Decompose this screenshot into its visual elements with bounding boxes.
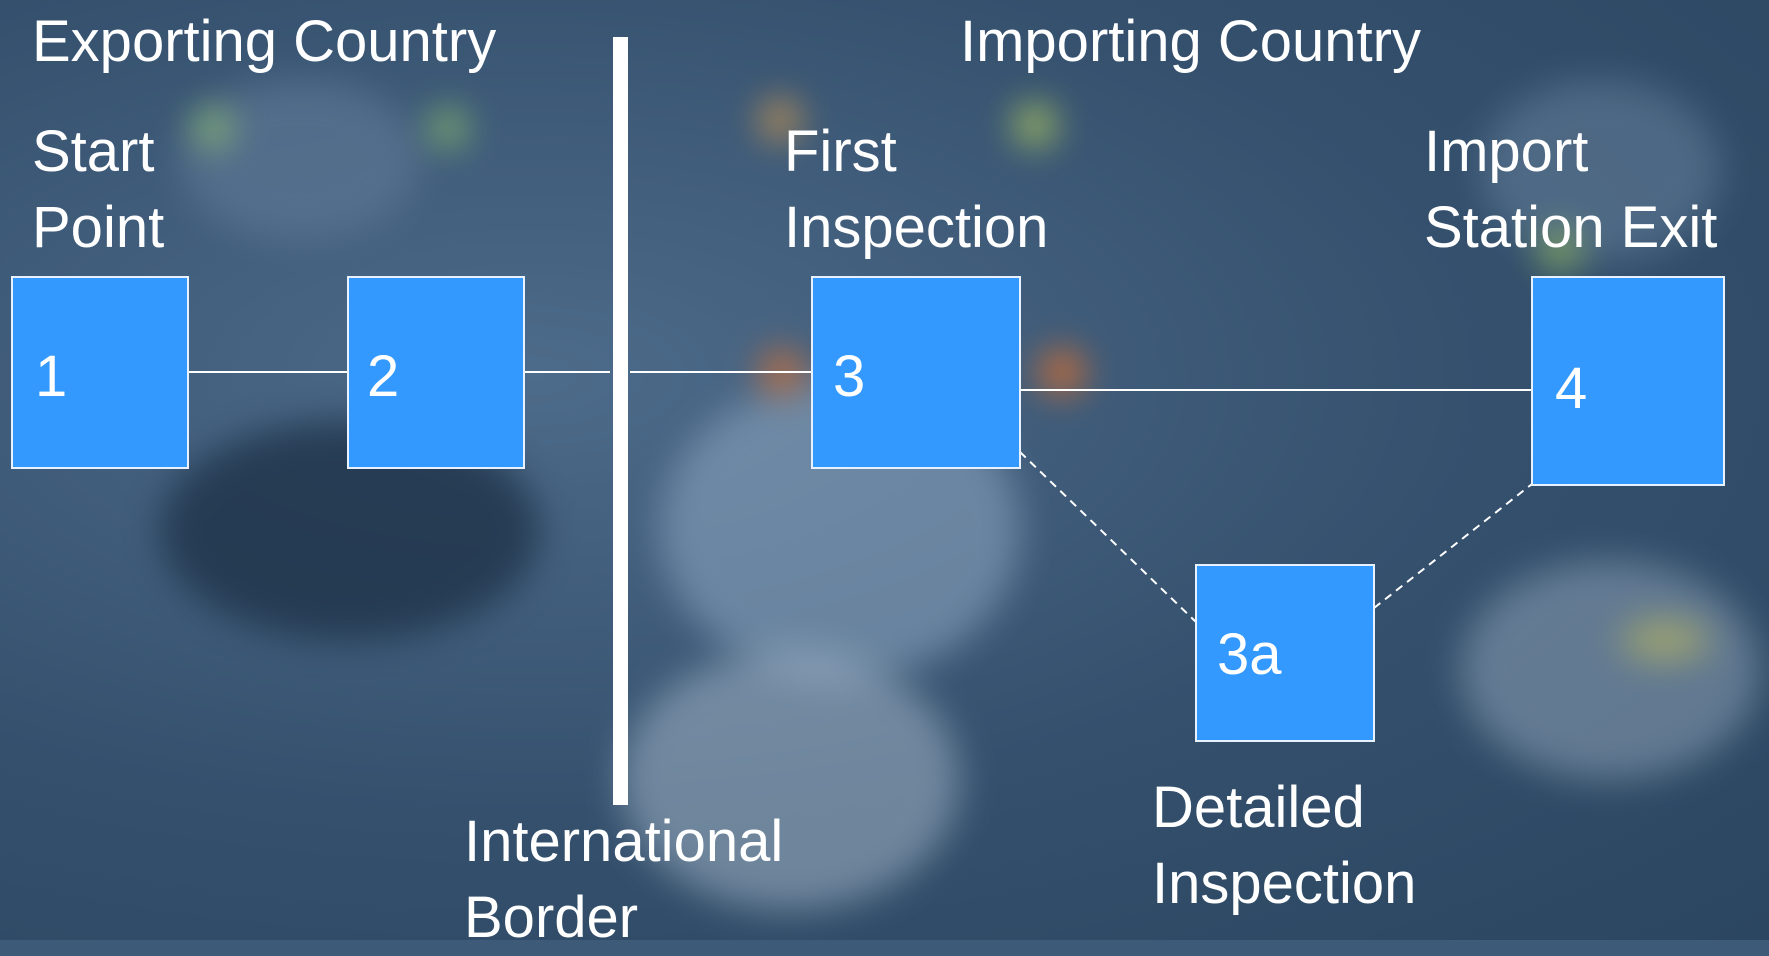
stage-box-2: 2 (347, 276, 525, 469)
stage-number-4: 4 (1555, 356, 1588, 421)
first-inspection-line1: First (784, 119, 897, 184)
international-border-line1: International (464, 809, 784, 874)
detailed-inspection-line2: Inspection (1152, 851, 1417, 916)
start-point-line2: Point (32, 195, 165, 260)
connector-3-3a-dashed (1019, 451, 1197, 623)
import-station-exit-label: Import Station Exit (1424, 114, 1717, 266)
stage-number-3a: 3a (1217, 622, 1282, 687)
first-inspection-line2: Inspection (784, 195, 1049, 260)
detailed-inspection-line1: Detailed (1152, 775, 1365, 840)
start-point-label: Start Point (32, 114, 164, 266)
stage-number-2: 2 (367, 344, 400, 409)
import-station-exit-line1: Import (1424, 119, 1589, 184)
exporting-country-heading: Exporting Country (32, 9, 497, 74)
stage-number-1: 1 (35, 344, 68, 409)
stage-box-4: 4 (1531, 276, 1725, 486)
connector-3a-4-dashed (1373, 483, 1533, 609)
stage-box-1: 1 (11, 276, 189, 469)
stage-number-3: 3 (833, 344, 866, 409)
stage-box-3a: 3a (1195, 564, 1375, 742)
international-border-line (613, 37, 628, 805)
start-point-line1: Start (32, 119, 155, 184)
import-station-exit-line2: Station Exit (1424, 195, 1718, 260)
international-border-label: International Border (464, 804, 783, 956)
stage-box-3: 3 (811, 276, 1021, 469)
first-inspection-label: First Inspection (784, 114, 1048, 266)
international-border-line2: Border (464, 885, 639, 950)
importing-country-heading: Importing Country (960, 9, 1421, 74)
detailed-inspection-label: Detailed Inspection (1152, 770, 1416, 922)
